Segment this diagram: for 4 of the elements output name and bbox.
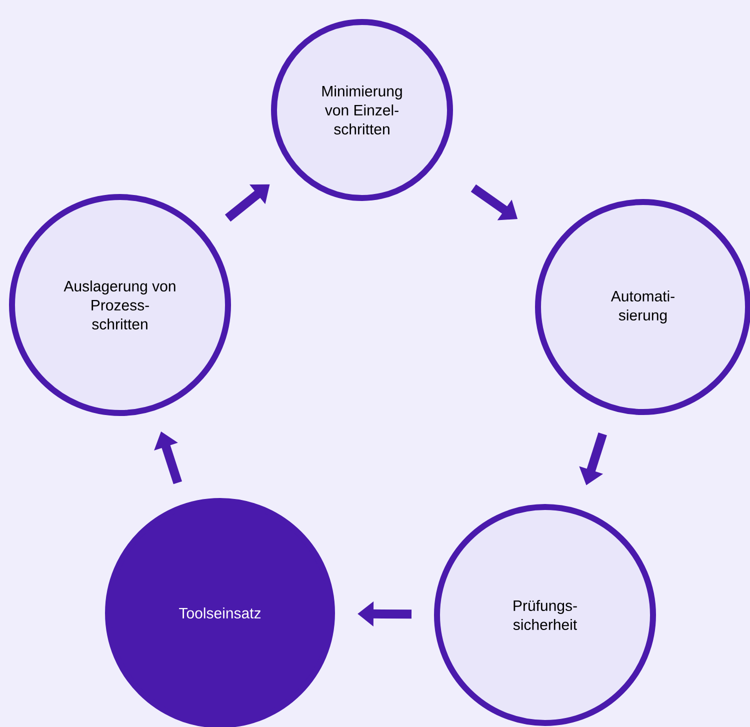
circle-node: Auslagerung von Prozess- schritten (9, 194, 231, 416)
circle-node: Prüfungs- sicherheit (434, 504, 656, 726)
circle-node: Automati- sierung (535, 199, 750, 415)
circle-node: Minimierung von Einzel- schritten (271, 19, 453, 201)
